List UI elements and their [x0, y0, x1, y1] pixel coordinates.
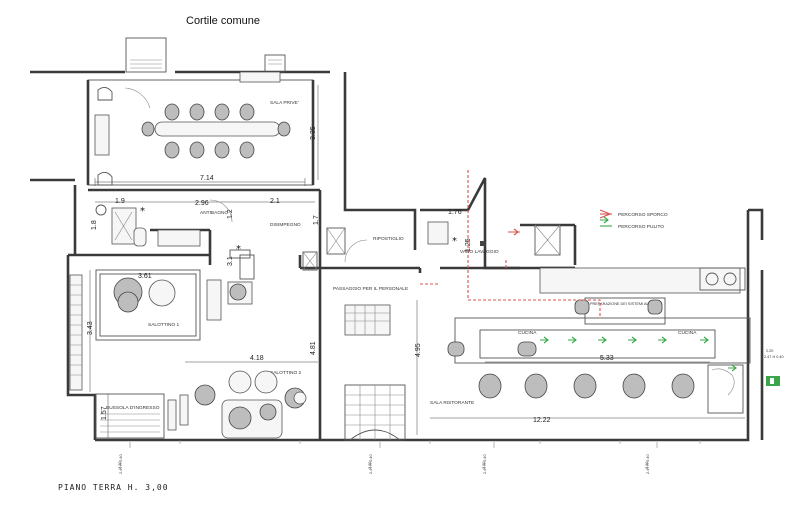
level-mark: 2.47 H 0.40: [646, 454, 650, 474]
bathroom-area: 1.9 2.96 2.1 ANTIBAGNO DISIMPEGNO 1.2 1.…: [91, 198, 320, 259]
room-label-bussola: BUSSOLA D'INGRESSO: [106, 405, 160, 411]
sala-ristorante: SALA RISTORANTE 12.22 3.1: [227, 256, 745, 424]
room-label-sala-ristorante: SALA RISTORANTE: [430, 400, 474, 406]
courtyard-label: Cortile comune: [186, 15, 260, 27]
room-label-passaggio: PASSAGGIO PER IL PERSONALE: [333, 286, 408, 292]
building-walls: [30, 70, 764, 442]
dim-481: 4.81: [310, 341, 317, 355]
star-icon: *: [236, 244, 241, 255]
level-mark: 2.20: [766, 349, 773, 353]
level-mark: 2.47 H 0.40: [483, 454, 487, 474]
room-label-vano-lavaggio: VANO LAVAGGIO: [460, 249, 499, 255]
level-mark: 2.20: [118, 462, 122, 469]
stair-icon: [344, 384, 406, 441]
bussola-ingresso: BUSSOLA D'INGRESSO 1.57: [95, 393, 165, 439]
dim-21: 2.1: [270, 198, 280, 205]
dim-18: 1.8: [91, 220, 98, 230]
floor-caption: PIANO TERRA H. 3,00: [58, 483, 169, 492]
drain-icon: [480, 241, 485, 246]
dim-343: 3.43: [87, 321, 94, 335]
dim-31: 3.1: [227, 256, 234, 266]
dim-361: 3.61: [138, 273, 152, 280]
dim-335: 3.35: [310, 126, 317, 140]
bar-stools: [478, 373, 695, 399]
dim-418: 4.18: [250, 355, 264, 362]
dim-1222: 12.22: [533, 417, 551, 424]
dim-533: 5.33: [600, 355, 614, 362]
dim-19: 1.9: [115, 198, 125, 205]
star-icon: *: [452, 236, 457, 247]
room-label-cucina-a: CUCINA: [518, 330, 537, 336]
room-label-salottino2: SALOTTINO 2: [270, 370, 302, 376]
level-mark: 2.20: [368, 462, 372, 469]
dim-176: 1.76: [448, 209, 462, 216]
room-label-sala-prive: SALA PRIVE': [270, 100, 299, 106]
legend-dirty-path: PERCORSO SPORCO: [618, 212, 668, 218]
sala-prive: SALA PRIVE' 7.14 3.35: [94, 71, 319, 186]
room-label-salottino1: SALOTTINO 1: [148, 322, 180, 328]
level-marks: 2.20 2.47 H 0.40 2.20 2.47 H 0.40 2.20 2…: [118, 349, 784, 474]
dim-296: 2.96: [195, 200, 209, 207]
star-icon: *: [140, 206, 145, 217]
exit-sign-icon: [766, 376, 780, 386]
dim-17: 1.7: [313, 215, 320, 225]
salottino-1: 3.61 SALOTTINO 1 3.43: [69, 254, 255, 392]
path-arrows: [420, 170, 737, 372]
dim-495: 4.95: [415, 343, 422, 357]
level-mark: 2.47 H 0.40: [119, 454, 123, 474]
level-mark: 2.47 H 0.40: [764, 355, 784, 359]
room-label-cucina-b: CUCINA: [678, 330, 697, 336]
courtyard-stairs: [125, 37, 286, 73]
room-label-antibagno: ANTIBAGNO: [200, 210, 229, 216]
level-mark: 2.20: [482, 462, 486, 469]
level-mark: 2.47 H 0.40: [369, 454, 373, 474]
kitchen-area: 1.76 1.25 VANO LAVAGGIO * CUCINA CUCINA …: [427, 209, 746, 414]
legend-clean-path: PERCORSO PULITO: [618, 224, 664, 230]
legend: PERCORSO SPORCO PERCORSO PULITO: [600, 212, 668, 230]
salottino-2: 4.18 SALOTTINO 2 4.81: [167, 341, 318, 439]
room-label-disimpegno: DISIMPEGNO: [270, 222, 301, 228]
staff-passage: PASSAGGIO PER IL PERSONALE RIPOSTIGLIO 4…: [302, 227, 422, 441]
dim-714: 7.14: [200, 175, 214, 182]
room-label-preparazione: PREPARAZIONE DEI SISTEMI ALT...: [590, 302, 653, 306]
room-label-ripostiglio: RIPOSTIGLIO: [373, 236, 404, 242]
dim-157: 1.57: [101, 406, 108, 420]
level-mark: 2.20: [645, 462, 649, 469]
